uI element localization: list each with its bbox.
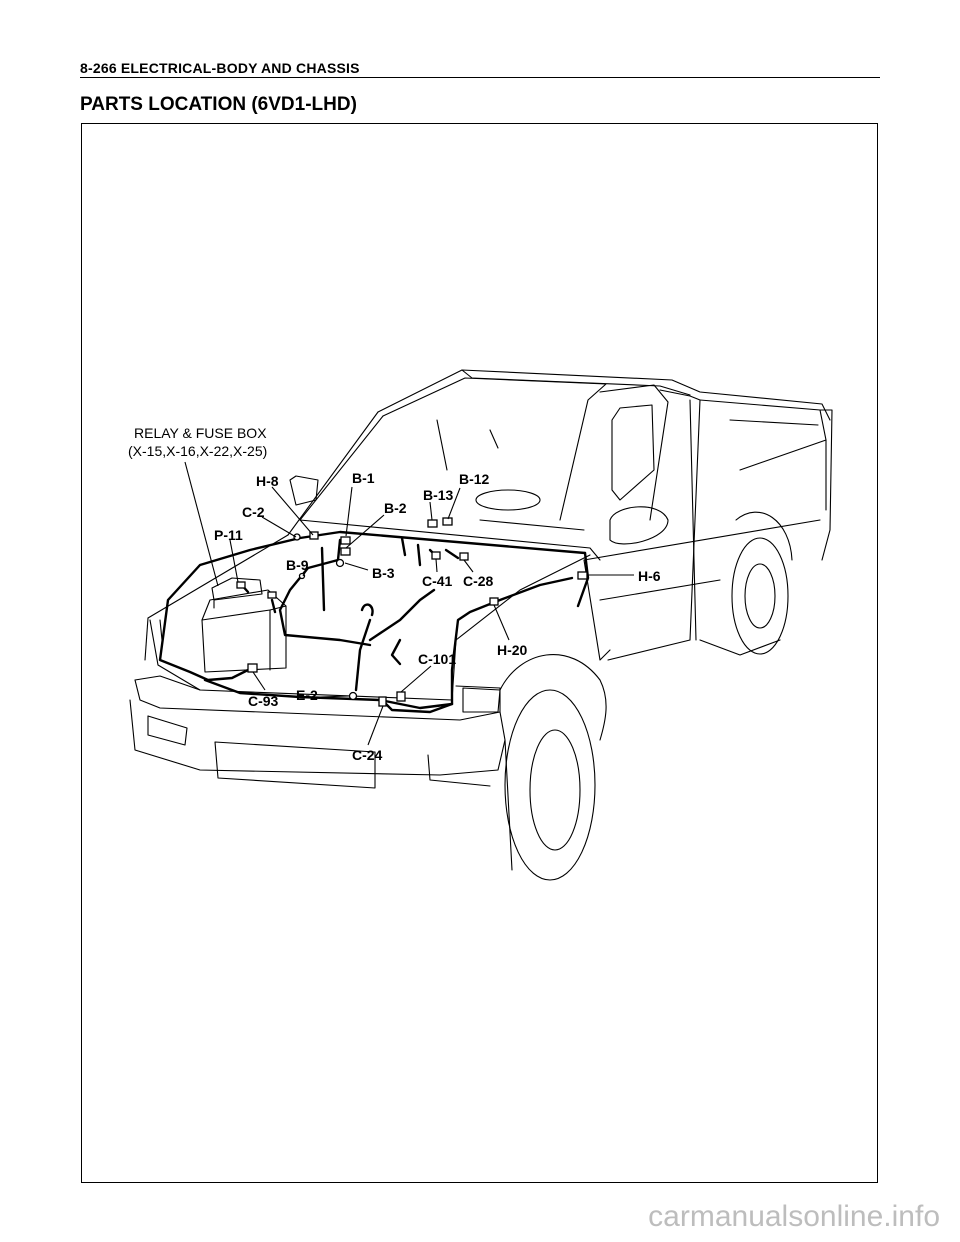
connector-label-p11: P-11 (214, 527, 243, 543)
connector-markers (236, 517, 588, 707)
connector-label-c24: C-24 (352, 747, 383, 763)
leader-lines (184, 461, 634, 746)
connector-label-b13: B-13 (423, 487, 454, 503)
connector-label-b1: B-1 (352, 470, 375, 486)
section-title: PARTS LOCATION (6VD1-LHD) (80, 94, 357, 115)
connector-label-b12: B-12 (459, 471, 490, 487)
relay-fuse-box-connectors: (X-15,X-16,X-22,X-25) (128, 443, 267, 459)
connector-label-b9: B-9 (286, 557, 309, 573)
connector-label-b2: B-2 (384, 500, 407, 516)
page-header: 8-266 ELECTRICAL-BODY AND CHASSIS (80, 60, 360, 76)
connector-label-h6: H-6 (638, 568, 661, 584)
connector-e2-marker (348, 691, 358, 701)
connector-c2-marker (293, 533, 301, 541)
connector-h6-marker (577, 571, 588, 580)
relay-fuse-box-label: RELAY & FUSE BOX (134, 425, 267, 441)
truck-body (129, 369, 833, 881)
figure-frame (81, 123, 878, 1183)
connector-b3-marker (335, 558, 345, 568)
connector-c28-marker (459, 552, 469, 561)
connector-p11-marker (236, 581, 246, 589)
connector-b2-marker (340, 547, 351, 556)
watermark: carmanualsonline.info (648, 1200, 940, 1233)
connector-h20-marker (489, 597, 499, 606)
connector-c101-marker (396, 691, 406, 702)
connector-label-c101: C-101 (418, 651, 456, 667)
connector-label-h20: H-20 (497, 642, 528, 658)
connector-label-b3: B-3 (372, 565, 395, 581)
header-rule (80, 77, 880, 78)
connector-c24-marker (378, 696, 387, 707)
connector-h8-marker (309, 531, 319, 540)
connector-c93-marker (247, 663, 258, 673)
connector-label-c93: C-93 (248, 693, 279, 709)
connector-label-c41: C-41 (422, 573, 453, 589)
connector-label-c2: C-2 (242, 504, 265, 520)
connector-label-c28: C-28 (463, 573, 494, 589)
connector-b1-marker (340, 536, 351, 545)
connector-c41-marker (431, 551, 441, 560)
connector-b12-marker (442, 517, 453, 526)
connector-label-e2: E-2 (296, 687, 318, 703)
connector-relay-marker (267, 591, 277, 599)
wiring-harness (158, 530, 590, 714)
connector-b13-marker (427, 519, 438, 528)
connector-label-h8: H-8 (256, 473, 279, 489)
